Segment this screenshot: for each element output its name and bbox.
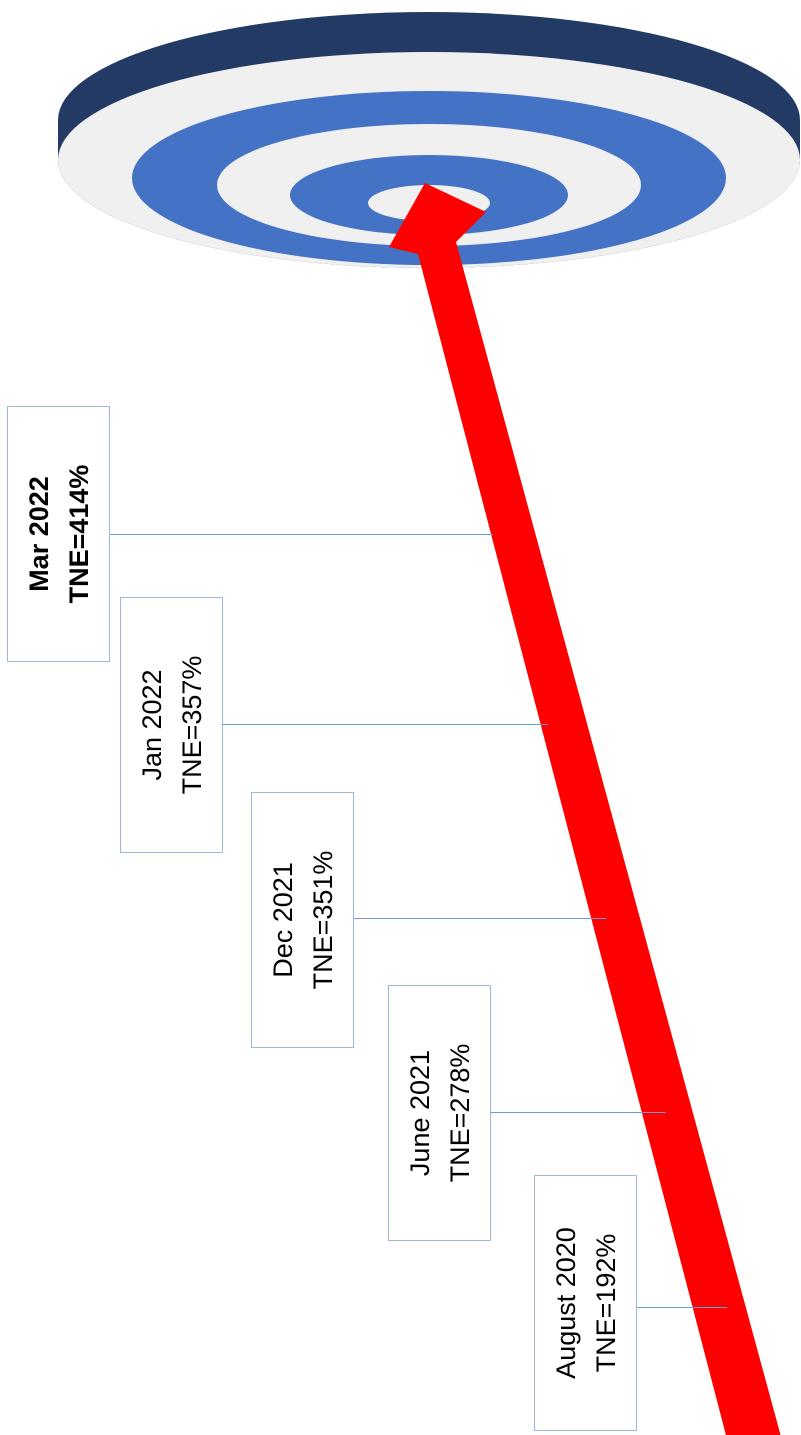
milestone-text-dec-2021: Dec 2021 TNE=351%	[263, 851, 343, 990]
milestone-connector-jan-2022	[223, 724, 548, 725]
milestone-tne-label: TNE=357%	[172, 656, 212, 795]
milestone-text-mar-2022: Mar 2022 TNE=414%	[19, 465, 99, 604]
milestone-box-june-2021: June 2021 TNE=278%	[388, 985, 491, 1241]
milestone-date-label: Dec 2021	[263, 851, 303, 990]
milestone-box-mar-2022: Mar 2022 TNE=414%	[7, 406, 110, 662]
milestone-box-dec-2021: Dec 2021 TNE=351%	[251, 792, 354, 1048]
milestone-tne-label: TNE=351%	[303, 851, 343, 990]
milestone-connector-dec-2021	[354, 918, 606, 919]
milestone-text-june-2021: June 2021 TNE=278%	[400, 1044, 480, 1183]
milestone-date-label: June 2021	[400, 1044, 440, 1183]
milestone-tne-label: TNE=278%	[440, 1044, 480, 1183]
milestone-box-august-2020: August 2020 TNE=192%	[534, 1175, 637, 1431]
milestone-connector-august-2020	[637, 1307, 727, 1308]
milestone-date-label: Mar 2022	[19, 465, 59, 604]
milestone-tne-label: TNE=414%	[59, 465, 99, 604]
milestone-text-august-2020: August 2020 TNE=192%	[546, 1227, 626, 1379]
milestone-connector-june-2021	[491, 1112, 666, 1113]
milestone-box-jan-2022: Jan 2022 TNE=357%	[120, 597, 223, 853]
milestone-date-label: Jan 2022	[132, 656, 172, 795]
milestone-date-label: August 2020	[546, 1227, 586, 1379]
milestone-connector-mar-2022	[110, 534, 493, 535]
milestone-tne-label: TNE=192%	[586, 1227, 626, 1379]
milestone-text-jan-2022: Jan 2022 TNE=357%	[132, 656, 212, 795]
